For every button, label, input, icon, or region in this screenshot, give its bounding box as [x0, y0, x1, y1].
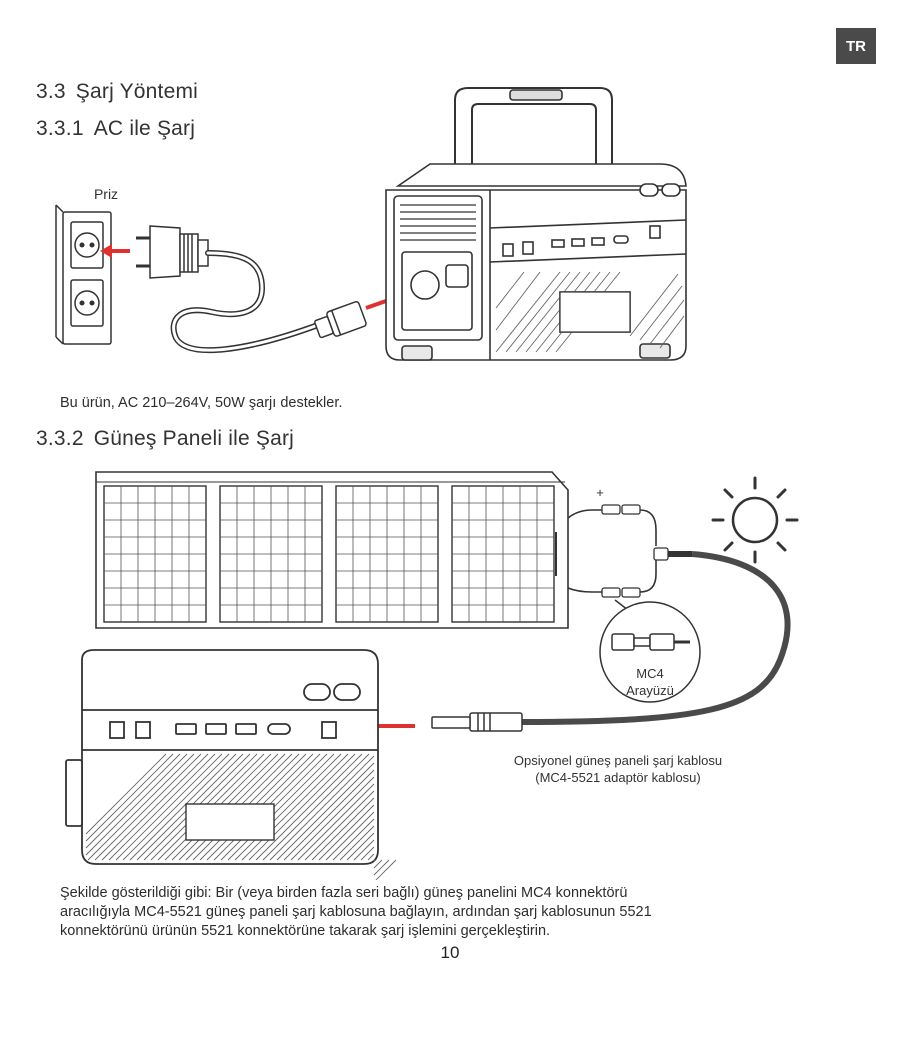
- solar-cells: [103, 485, 555, 623]
- section-title: Şarj Yöntemi: [75, 80, 199, 103]
- grill-hatching: [495, 271, 685, 353]
- grill-line: [276, 762, 375, 861]
- mc4-magnifier: [599, 599, 701, 703]
- grill-line: [283, 769, 375, 861]
- wall-outlet: [55, 204, 112, 345]
- cable-caption-line1: Opsiyonel güneş paneli şarj kablosu: [513, 753, 723, 768]
- grill-line: [339, 825, 375, 861]
- grill-line: [94, 753, 202, 861]
- grill-line: [375, 859, 397, 880]
- grill-line: [227, 753, 335, 861]
- grill-line: [129, 753, 237, 861]
- grill-line: [346, 832, 375, 861]
- grill-line: [234, 753, 342, 861]
- power-station-front: [65, 649, 379, 865]
- grill-line: [85, 753, 188, 856]
- subsection-heading-solar: 3.3.2 Güneş Paneli ile Şarj: [36, 427, 294, 451]
- grill-line: [290, 776, 375, 861]
- front-label-area: [185, 803, 275, 841]
- grill-line: [304, 790, 375, 861]
- grill-line: [373, 859, 376, 862]
- grill-line: [318, 804, 375, 861]
- grill-line: [248, 753, 356, 861]
- iec-connector: [314, 300, 367, 339]
- grill-line: [101, 753, 209, 861]
- subsection-title-solar: Güneş Paneli ile Şarj: [93, 427, 295, 450]
- grill-line: [297, 783, 375, 861]
- outlet-label: Priz: [93, 186, 119, 202]
- mc4-cables: [555, 509, 692, 593]
- mc4-connectors: [601, 504, 669, 598]
- grill-line: [325, 811, 375, 861]
- grill-line: [108, 753, 216, 861]
- solar-instructions-line: Şekilde gösterildiği gibi: Bir (veya bir…: [60, 885, 628, 901]
- section-heading: 3.3 Şarj Yöntemi: [36, 80, 198, 104]
- solar-instructions: Şekilde gösterildiği gibi: Bir (veya bir…: [60, 884, 860, 941]
- grill-line: [311, 797, 375, 861]
- plug-in-arrow: [100, 244, 130, 258]
- grill-line: [373, 859, 383, 869]
- solar-adapter-cable: [519, 551, 791, 725]
- grill-line: [87, 753, 195, 861]
- solar-panel: [95, 471, 569, 629]
- mc4-label-line2: Arayüzü: [626, 683, 674, 698]
- subsection-heading-ac: 3.3.1 AC ile Şarj: [36, 117, 195, 141]
- solar-instructions-line: aracılığıyla MC4-5521 güneş paneli şarj …: [60, 904, 652, 920]
- solar-instructions-line: konnektörünü ürünün 5521 konnektörüne ta…: [60, 923, 551, 939]
- grill-line: [360, 846, 375, 861]
- grill-line: [262, 753, 370, 861]
- page-number: 10: [440, 943, 460, 962]
- grill-line: [373, 859, 390, 876]
- grill-line: [85, 753, 174, 842]
- grill-line: [115, 753, 223, 861]
- power-station-ac: [385, 87, 687, 361]
- grill-line: [241, 753, 349, 861]
- sun-icon: [711, 476, 799, 564]
- grill-line: [85, 753, 167, 835]
- section-number: 3.3: [36, 80, 66, 103]
- grill-line: [85, 753, 181, 849]
- grill-line: [367, 853, 375, 861]
- solar-charging-illustration: [65, 471, 799, 880]
- mc4-label-line1: MC4: [636, 666, 664, 681]
- ac-plug: [136, 225, 209, 279]
- dc-5521-plug: [431, 712, 523, 732]
- grill-line: [332, 818, 375, 861]
- grill-line: [255, 753, 363, 861]
- subsection-number-solar: 3.3.2: [36, 427, 84, 450]
- grill-line: [269, 755, 375, 861]
- plus-label: +: [596, 485, 604, 500]
- cable-caption-line2: (MC4-5521 adaptör kablosu): [535, 770, 701, 785]
- grill-line: [122, 753, 230, 861]
- grill-line: [353, 839, 375, 861]
- ac-support-text: Bu ürün, AC 210–264V, 50W şarjı destekle…: [60, 395, 343, 411]
- subsection-number-ac: 3.3.1: [36, 117, 84, 140]
- language-badge: TR: [836, 28, 876, 64]
- vent-slats: [400, 204, 476, 241]
- subsection-title-ac: AC ile Şarj: [93, 117, 196, 140]
- ac-charging-illustration: [55, 87, 687, 361]
